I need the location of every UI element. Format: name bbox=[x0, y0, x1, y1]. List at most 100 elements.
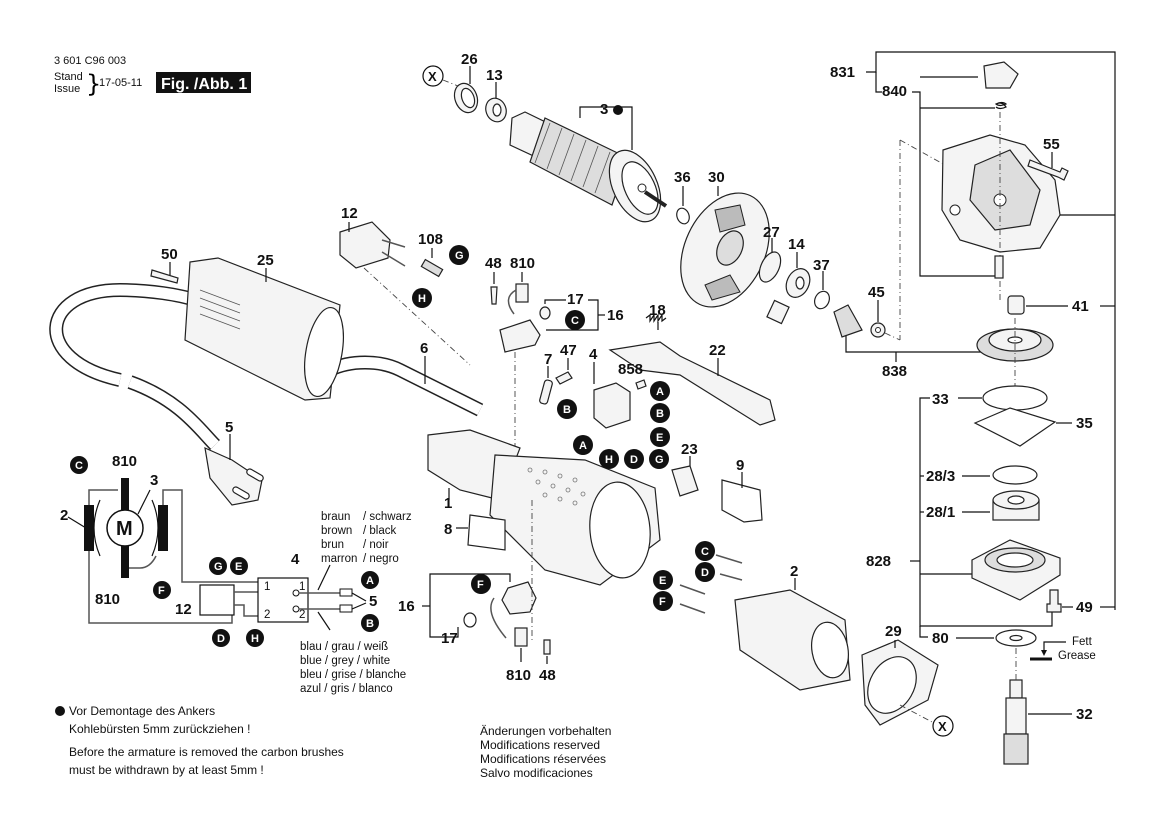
part-16-brush-holder-bottom[interactable] bbox=[501, 581, 537, 615]
mods-de: Änderungen vorbehalten bbox=[480, 724, 611, 738]
svg-text:D: D bbox=[630, 454, 638, 466]
part-8-label[interactable] bbox=[467, 514, 506, 551]
wiring-label-810-bottom: 810 bbox=[95, 591, 120, 608]
armature-note: Vor Demontage des Ankers Kohlebürsten 5m… bbox=[55, 704, 344, 777]
marker-h-switch[interactable]: H bbox=[599, 449, 619, 469]
label-7: 7 bbox=[544, 351, 552, 368]
label-840: 840 bbox=[882, 83, 907, 100]
part-858-screw[interactable] bbox=[635, 379, 647, 390]
part-pin[interactable] bbox=[994, 255, 1004, 279]
label-4-switch: 4 bbox=[589, 346, 598, 363]
marker-f-stator[interactable]: F bbox=[653, 591, 673, 611]
svg-text:H: H bbox=[605, 454, 613, 466]
part-810-brush-bottom[interactable] bbox=[514, 627, 528, 647]
part-5-plug[interactable] bbox=[204, 446, 264, 506]
part-4-switch[interactable] bbox=[593, 382, 631, 429]
part-840-lever[interactable] bbox=[983, 61, 1019, 89]
part-108-sleeve[interactable] bbox=[420, 258, 444, 278]
marker-a-wire[interactable]: A bbox=[573, 435, 593, 455]
part-32-spindle[interactable] bbox=[1003, 679, 1029, 765]
note-en-line-2: must be withdrawn by at least 5mm ! bbox=[69, 763, 264, 777]
part-3-armature[interactable] bbox=[509, 111, 671, 230]
part-2-stator[interactable] bbox=[734, 589, 853, 691]
svg-text:/ noir: / noir bbox=[363, 539, 389, 551]
marker-g-wiring[interactable]: G bbox=[209, 557, 227, 575]
label-17-bottom: 17 bbox=[441, 630, 458, 647]
label-9: 9 bbox=[736, 457, 744, 474]
label-50: 50 bbox=[161, 246, 178, 263]
part-18-spring[interactable] bbox=[645, 313, 667, 323]
wiring-label-3: 3 bbox=[150, 472, 158, 489]
part-49-screw[interactable] bbox=[1046, 589, 1062, 613]
marker-b-wiring[interactable]: B bbox=[361, 614, 379, 632]
marker-c-brush[interactable]: C bbox=[565, 310, 585, 330]
svg-text:/ schwarz: / schwarz bbox=[363, 511, 412, 523]
label-26: 26 bbox=[461, 51, 478, 68]
marker-h-12[interactable]: H bbox=[412, 288, 432, 308]
part-41-bushing[interactable] bbox=[1007, 295, 1025, 315]
part-36-washer[interactable] bbox=[675, 206, 692, 225]
marker-f-brush[interactable]: F bbox=[471, 574, 491, 594]
wiring-label-5: 5 bbox=[369, 593, 377, 610]
flange-group: 33 35 28/3 28/1 828 49 bbox=[866, 385, 1115, 765]
part-7-clip[interactable] bbox=[539, 379, 553, 405]
marker-b-wire[interactable]: B bbox=[557, 399, 577, 419]
label-858: 858 bbox=[618, 361, 643, 378]
part-37-washer[interactable] bbox=[812, 289, 832, 311]
marker-a-wiring[interactable]: A bbox=[361, 571, 379, 589]
label-23: 23 bbox=[681, 441, 698, 458]
part-22-switch-rod[interactable] bbox=[608, 341, 776, 426]
marker-b-switch[interactable]: B bbox=[650, 403, 670, 423]
marker-a-switch[interactable]: A bbox=[650, 381, 670, 401]
label-5: 5 bbox=[225, 419, 233, 436]
part-810-carbon-brush[interactable] bbox=[515, 283, 529, 303]
part-1-motor-housing[interactable] bbox=[427, 429, 661, 586]
part-28-1-bearing[interactable] bbox=[992, 490, 1040, 521]
part-16-brush-holder[interactable] bbox=[499, 319, 541, 353]
part-23-cover[interactable] bbox=[671, 465, 699, 497]
marker-c-wiring[interactable]: C bbox=[70, 456, 88, 474]
part-48-screw[interactable] bbox=[490, 286, 498, 305]
part-47-screw[interactable] bbox=[555, 371, 573, 385]
part-17-spring-bottom[interactable] bbox=[463, 612, 477, 628]
marker-f-wiring[interactable]: F bbox=[153, 581, 171, 599]
part-25-cord-guard[interactable] bbox=[184, 257, 350, 401]
marker-x-top[interactable] bbox=[422, 65, 444, 87]
marker-e-switch[interactable]: E bbox=[650, 427, 670, 447]
part-29-guard[interactable] bbox=[858, 639, 939, 726]
marker-g-switch[interactable]: G bbox=[649, 449, 669, 469]
part-50-screw[interactable] bbox=[150, 269, 179, 284]
marker-c-stator[interactable]: C bbox=[695, 541, 715, 561]
part-30-fan[interactable] bbox=[663, 179, 786, 322]
part-838-pinion[interactable] bbox=[833, 304, 863, 338]
marker-d-stator[interactable]: D bbox=[695, 562, 715, 582]
label-22: 22 bbox=[709, 342, 726, 359]
field-coil-right bbox=[158, 505, 168, 551]
label-29: 29 bbox=[885, 623, 902, 640]
header: 3 601 C96 003 Stand Issue } 17-05-11 Fig… bbox=[54, 55, 251, 98]
part-28-3-circlip[interactable] bbox=[992, 465, 1038, 485]
part-9-label[interactable] bbox=[721, 479, 763, 523]
label-838: 838 bbox=[882, 363, 907, 380]
marker-e-wiring[interactable]: E bbox=[230, 557, 248, 575]
part-17-spring[interactable] bbox=[539, 306, 551, 320]
part-33-o-ring[interactable] bbox=[982, 385, 1048, 411]
capacitor-12[interactable] bbox=[339, 221, 391, 269]
marker-g-108[interactable]: G bbox=[449, 245, 469, 265]
part-48-screw-bottom[interactable] bbox=[543, 639, 551, 655]
marker-d-wiring[interactable]: D bbox=[212, 629, 230, 647]
marker-h-wiring[interactable]: H bbox=[246, 629, 264, 647]
brush-holder-bottom-group: 16 17 810 48 bbox=[398, 500, 556, 684]
marker-e-stator[interactable]: E bbox=[653, 570, 673, 590]
marker-d-switch[interactable]: D bbox=[624, 449, 644, 469]
part-27-ring[interactable] bbox=[755, 249, 785, 286]
part-35-plate[interactable] bbox=[973, 407, 1057, 447]
note-bullet-icon bbox=[55, 706, 65, 716]
part-55-screw[interactable] bbox=[1027, 159, 1069, 181]
marker-x-bottom[interactable] bbox=[932, 715, 954, 737]
label-33: 33 bbox=[932, 391, 949, 408]
part-number: 3 601 C96 003 bbox=[54, 55, 126, 67]
part-828-flange[interactable] bbox=[971, 539, 1061, 601]
svg-text:E: E bbox=[659, 575, 666, 587]
svg-text:C: C bbox=[75, 460, 83, 472]
